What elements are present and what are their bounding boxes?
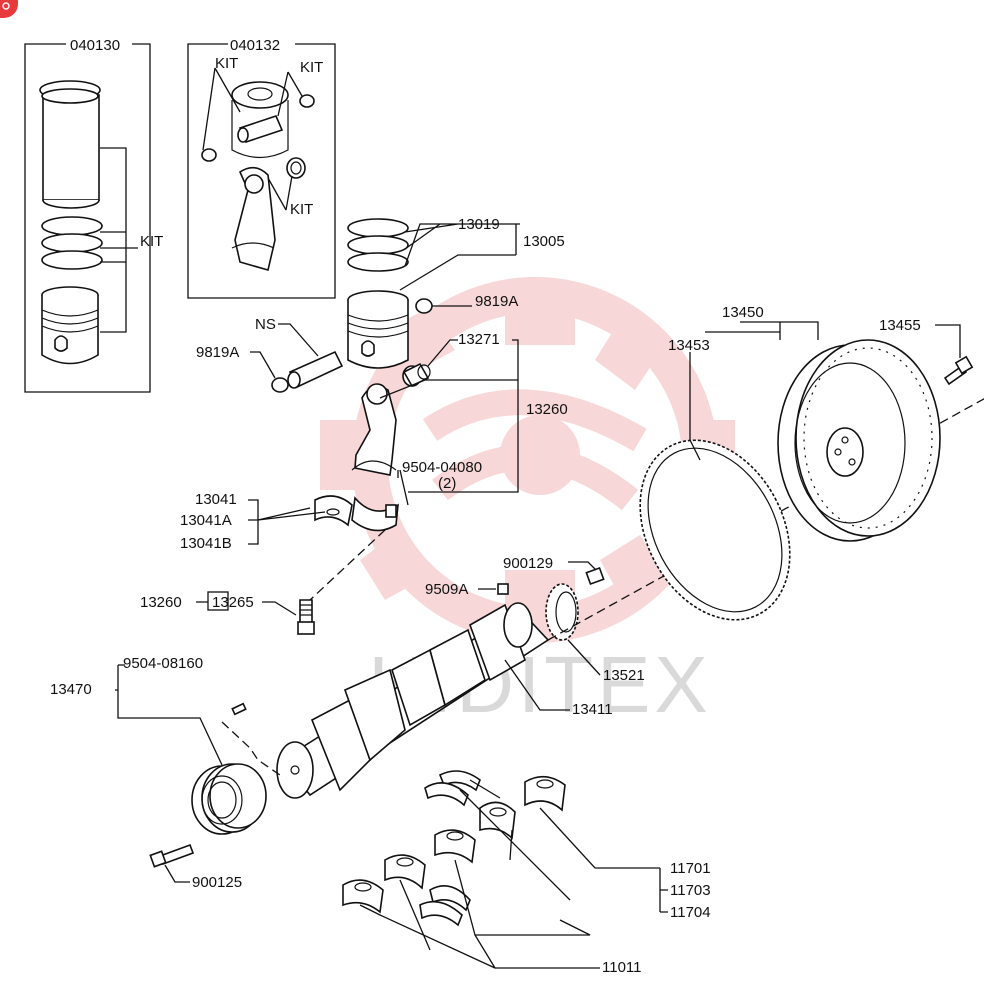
snap-ring-left: [201, 148, 217, 162]
label-11703: 11703: [670, 882, 711, 899]
label-13041a: 13041A: [180, 512, 232, 529]
small-end-bushing: [286, 157, 306, 179]
piston-ring-set: [41, 216, 103, 270]
label-13521: 13521: [603, 667, 645, 684]
crankshaft-13411: [276, 602, 550, 799]
label-900129: 900129: [503, 555, 553, 572]
piston-ring-set-13019: [347, 218, 409, 272]
label-13265: 13265: [212, 594, 254, 611]
label-13271: 13271: [458, 331, 500, 348]
crank-gear-13521: [545, 583, 579, 641]
label-13005: 13005: [523, 233, 565, 250]
label-kit-c: KIT: [300, 59, 323, 76]
dowel-900129: [585, 566, 605, 586]
label-11701: 11701: [670, 860, 711, 877]
label-kit-b: KIT: [215, 55, 238, 72]
piston-13005: [347, 290, 409, 369]
label-040132: 040132: [230, 37, 280, 54]
rod-bolt-13265: [297, 599, 315, 635]
label-13019: 13019: [458, 216, 500, 233]
label-9819a-left: 9819A: [196, 344, 239, 361]
corner-badge-icon: [0, 0, 18, 18]
label-ns: NS: [255, 316, 276, 333]
flywheel-13450: [777, 339, 941, 542]
label-9504-08160: 9504-08160: [123, 655, 203, 672]
piston-pin: [237, 115, 284, 143]
bearing-shell-13041: [314, 495, 353, 527]
label-13453: 13453: [668, 337, 710, 354]
cylinder-liner: [39, 80, 101, 209]
label-040130: 040130: [70, 37, 120, 54]
label-900125: 900125: [192, 874, 242, 891]
kit-box-040130: 040130 KIT: [24, 37, 163, 393]
label-13470: 13470: [50, 681, 92, 698]
label-9819a-right: 9819A: [475, 293, 518, 310]
pulley-13470: [191, 763, 267, 835]
snap-ring-9819a-left: [271, 377, 289, 393]
label-kit-d: KIT: [290, 201, 313, 218]
connecting-rod-outline: [231, 166, 276, 272]
ring-gear-13453: [639, 439, 791, 621]
main-bearing-set: [342, 770, 566, 927]
label-11011: 11011: [602, 959, 642, 976]
label-9509a: 9509A: [425, 581, 468, 598]
bolt-900125: [149, 843, 195, 868]
label-11704: 11704: [670, 904, 711, 921]
key-9504-08160: [231, 702, 247, 716]
flywheel-bolt-13455: [943, 355, 974, 386]
label-qty-2: (2): [438, 475, 456, 492]
piston: [41, 286, 99, 365]
piston-outline: [231, 81, 289, 159]
label-13455: 13455: [879, 317, 921, 334]
snap-ring-right: [299, 94, 315, 108]
kit-box-040132: 040132 KIT KIT KIT: [187, 37, 336, 299]
label-13041b: 13041B: [180, 535, 232, 552]
snap-ring-9819a-right: [415, 298, 433, 314]
label-13411: 13411: [572, 701, 613, 718]
piston-pin-ns: [287, 350, 344, 389]
pin-9509a: [497, 583, 509, 595]
label-13041: 13041: [195, 491, 237, 508]
rod-cap: [351, 496, 399, 532]
label-13260-left: 13260: [140, 594, 182, 611]
label-13450: 13450: [722, 304, 764, 321]
connecting-rod-13260: [351, 383, 397, 476]
label-9504-04080: 9504-04080: [402, 459, 482, 476]
label-kit-a: KIT: [140, 233, 163, 250]
label-13260-right: 13260: [526, 401, 568, 418]
